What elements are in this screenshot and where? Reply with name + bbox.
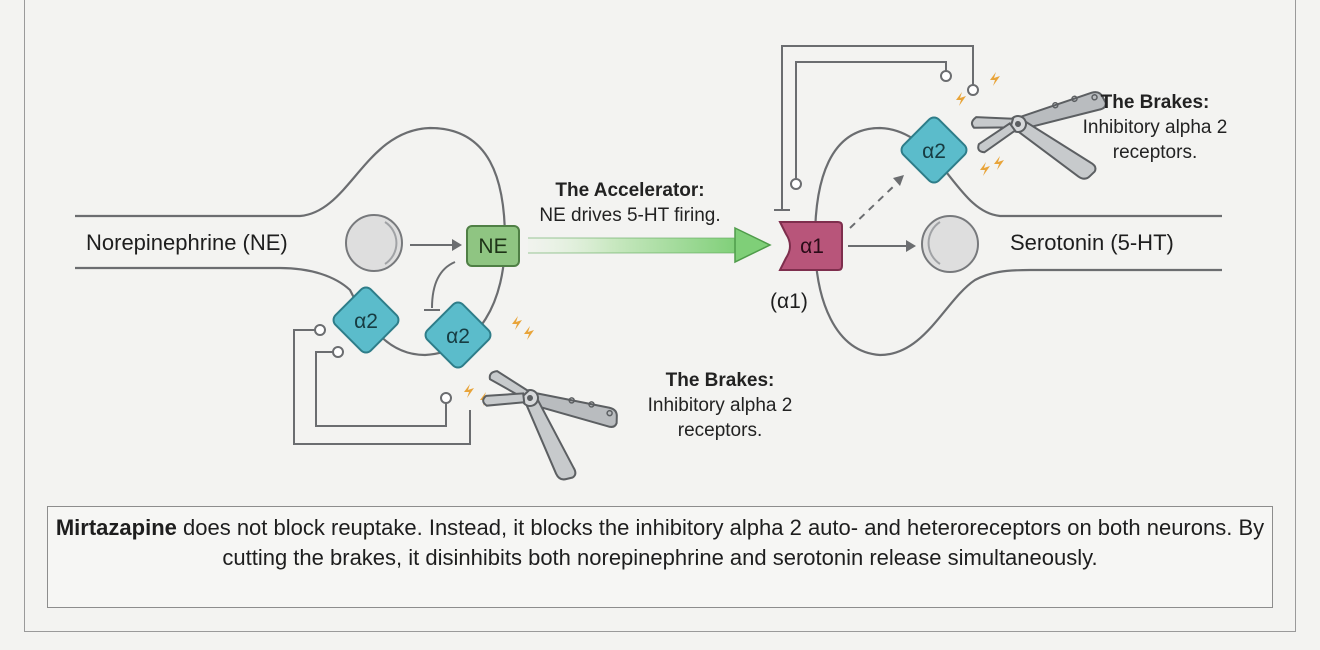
brakes-note-right: The Brakes: Inhibitory alpha 2 receptors… [1050,90,1260,165]
alpha1-to-alpha2-dashed [849,183,897,229]
brakes-right-title: The Brakes: [1100,92,1210,113]
serotonin-neuron-label: Serotonin (5-HT) [1010,230,1174,255]
alpha2-receptor-left-1 [332,286,400,354]
ne-feedback-line [431,261,456,309]
accelerator-text: NE drives 5-HT firing. [539,205,721,226]
brakes-right-line1: Inhibitory alpha 2 [1082,117,1228,138]
ne-box [466,225,520,267]
brakes-left-line2: receptors. [677,420,763,441]
ne-neuron-label: Norepinephrine (NE) [86,230,288,255]
ne-neuron [75,126,507,357]
serotonin-vesicle [921,215,979,273]
svg-text:α1: α1 [800,235,824,258]
accelerator-title: The Accelerator: [555,180,705,201]
svg-text:α2: α2 [354,310,378,333]
svg-text:NE: NE [478,235,507,258]
caption-box: Mirtazapine does not block reuptake. Ins… [47,506,1273,608]
diagram-frame [24,0,1296,632]
caption-text: does not block reuptake. Instead, it blo… [176,515,1265,570]
right-feedback-loops [781,45,974,210]
brakes-right-line2: receptors. [1112,142,1198,163]
left-feedback-loops [293,329,471,445]
pliers-icon [462,364,622,496]
accelerator-note: The Accelerator: NE drives 5-HT firing. [510,178,750,228]
ne-vesicle [345,214,403,272]
accelerator-arrow [528,226,772,264]
alpha1-caption: (α1) [770,290,808,313]
alpha2-receptor-right [900,116,968,184]
alpha1-receptor [778,221,843,271]
alpha2-receptor-left-2 [424,301,492,369]
vesicle-highlight [384,221,398,265]
brakes-left-title: The Brakes: [665,370,775,391]
svg-text:α2: α2 [446,325,470,348]
caption-bold: Mirtazapine [55,515,177,540]
svg-text:α2: α2 [922,140,946,163]
brakes-left-line1: Inhibitory alpha 2 [647,395,793,416]
brakes-note-left: The Brakes: Inhibitory alpha 2 receptors… [615,368,825,443]
